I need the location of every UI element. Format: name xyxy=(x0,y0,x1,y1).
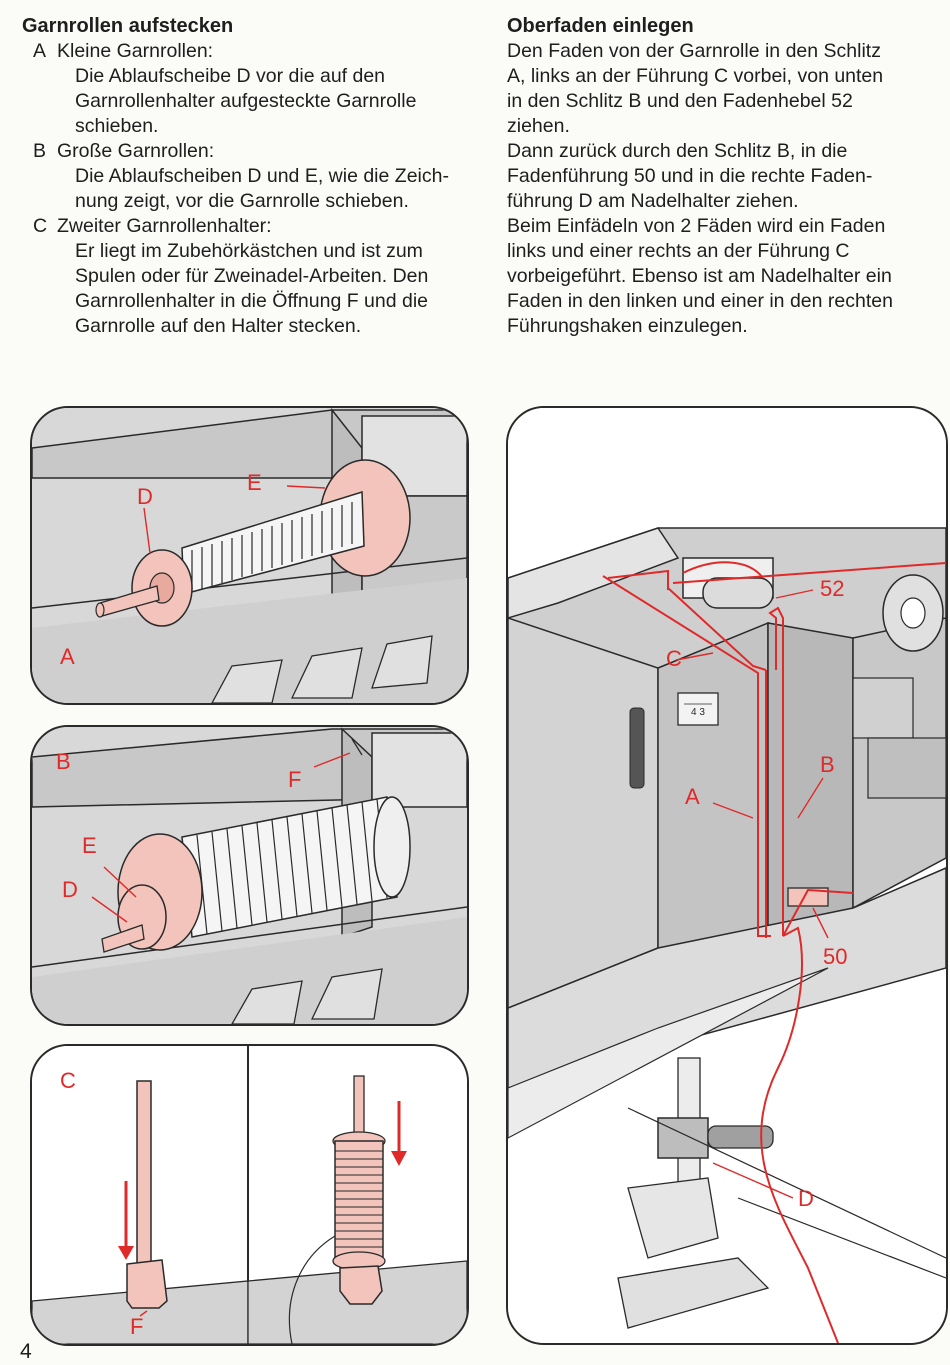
text-line: Den Faden von der Garnrolle in den Schli… xyxy=(507,40,881,62)
text-line: Garnrollenhalter in die Öffnung F und di… xyxy=(75,290,429,312)
callout-label: F xyxy=(130,1314,144,1339)
item-a: A Kleine Garnrollen: Die Ablaufscheibe D… xyxy=(22,39,492,139)
callout-label: C xyxy=(666,646,682,671)
callout-label: D xyxy=(62,877,78,902)
callout-label: D xyxy=(137,484,153,509)
threading-illustration: 4 3 xyxy=(508,408,946,1343)
spool-holder-illustration xyxy=(32,1046,467,1344)
text-line: Die Ablaufscheibe D vor die auf den xyxy=(75,65,386,87)
figure-panel-threading: 4 3 52 xyxy=(506,406,948,1345)
text-line: Fadenführung 50 und in die rechte Faden- xyxy=(507,165,873,187)
page-number: 4 xyxy=(20,1340,32,1363)
dial-digits: 4 3 xyxy=(691,707,705,718)
text-line: schieben. xyxy=(75,115,159,137)
paragraph: Den Faden von der Garnrolle in den Schli… xyxy=(507,39,947,139)
paragraph: Beim Einfädeln von 2 Fäden wird ein Fade… xyxy=(507,214,947,339)
callout-label: 50 xyxy=(823,944,848,969)
spool-thread xyxy=(181,490,365,595)
left-column: Garnrollen aufstecken A Kleine Garnrolle… xyxy=(22,14,492,339)
item-title: Große Garnrollen: xyxy=(57,140,215,162)
item-b: B Große Garnrollen: Die Ablaufscheiben D… xyxy=(22,139,492,214)
item-title: Zweiter Garnrollenhalter: xyxy=(57,215,272,237)
callout-label: D xyxy=(798,1186,814,1211)
text-line: links und einer rechts an der Führung C xyxy=(507,240,850,262)
text-line: Dann zurück durch den Schlitz B, in die xyxy=(507,140,848,162)
text-line: in den Schlitz B und den Fadenhebel 52 xyxy=(507,90,853,112)
callout-label: A xyxy=(60,644,75,669)
text-line: Faden in den linken und einer in den rec… xyxy=(507,290,893,312)
text-line: Er liegt im Zubehörkästchen und ist zum xyxy=(75,240,423,262)
item-letter: C xyxy=(33,215,48,237)
spool-large-illustration xyxy=(32,727,467,1024)
callout-label: E xyxy=(247,470,262,495)
heading-garnrollen: Garnrollen aufstecken xyxy=(22,15,234,37)
figure-panel-c: C F xyxy=(30,1044,469,1346)
figure-panel-b: B E D F xyxy=(30,725,469,1026)
text-line: Führungshaken einzulegen. xyxy=(507,315,748,337)
spool-small-illustration xyxy=(32,408,467,703)
text-line: Beim Einfädeln von 2 Fäden wird ein Fade… xyxy=(507,215,886,237)
callout-label: A xyxy=(685,784,700,809)
text-line: A, links an der Führung C vorbei, von un… xyxy=(507,65,884,87)
thread-path xyxy=(602,561,946,1343)
callout-label: E xyxy=(82,833,97,858)
text-line: Garnrolle auf den Halter stecken. xyxy=(75,315,362,337)
holder-pin xyxy=(126,1080,168,1309)
item-letter: A xyxy=(33,40,47,62)
callout-label: B xyxy=(56,749,71,774)
item-c: C Zweiter Garnrollenhalter: Er liegt im … xyxy=(22,214,492,339)
text-line: nung zeigt, vor die Garnrolle schieben. xyxy=(75,190,409,212)
callout-label: C xyxy=(60,1068,76,1093)
callout-label: B xyxy=(820,752,835,777)
right-column: Oberfaden einlegen Den Faden von der Gar… xyxy=(507,14,947,339)
holder-with-spool xyxy=(332,1075,386,1305)
item-title: Kleine Garnrollen: xyxy=(57,40,214,62)
text-line: Garnrollenhalter aufgesteckte Garnrolle xyxy=(75,90,417,112)
text-line: Spulen oder für Zweinadel-Arbeiten. Den xyxy=(75,265,429,287)
text-line: vorbeigeführt. Ebenso ist am Nadelhalter… xyxy=(507,265,892,287)
item-letter: B xyxy=(33,140,47,162)
figure-panel-a: A D E xyxy=(30,406,469,705)
callout-label: F xyxy=(288,767,302,792)
text-line: Die Ablaufscheiben D und E, wie die Zeic… xyxy=(75,165,449,187)
callout-label: 52 xyxy=(820,576,845,601)
text-line: führung D am Nadelhalter ziehen. xyxy=(507,190,799,212)
text-line: ziehen. xyxy=(507,115,570,137)
heading-oberfaden: Oberfaden einlegen xyxy=(507,15,694,37)
paragraph: Dann zurück durch den Schlitz B, in die … xyxy=(507,139,947,214)
